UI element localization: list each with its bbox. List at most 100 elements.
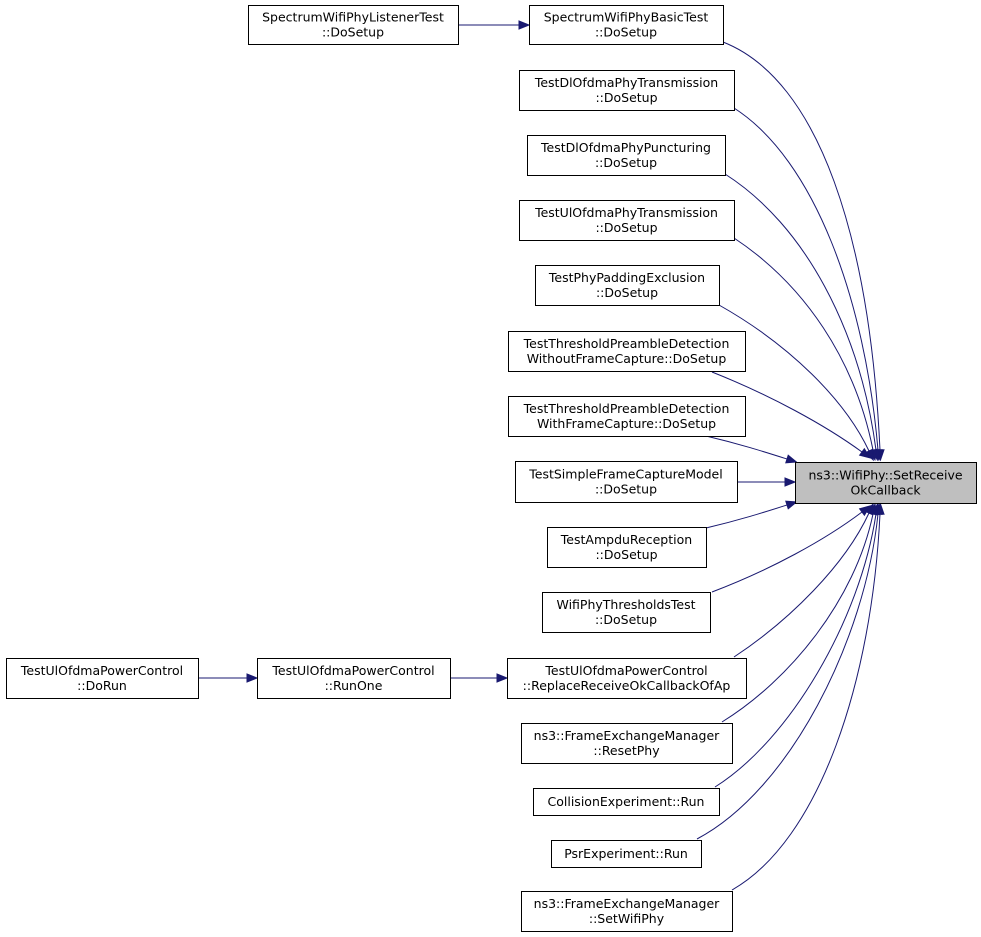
edge-tdopt-to-target (733, 107, 883, 462)
node-box (533, 788, 720, 816)
arrowhead-icon (246, 673, 259, 683)
edge-tdopp-to-target (724, 173, 881, 462)
node-tsfcm[interactable]: TestSimpleFrameCaptureModel::DoSetup (515, 461, 738, 503)
node-label-line: TestUlOfdmaPowerControl (271, 663, 434, 678)
edge-line (724, 173, 877, 451)
node-ttpdwo[interactable]: TestThresholdPreambleDetectionWithoutFra… (508, 331, 746, 372)
node-psr[interactable]: PsrExperiment::Run (551, 840, 702, 868)
node-swplt[interactable]: SpectrumWifiPhyListenerTest::DoSetup (248, 5, 459, 45)
node-label-line: ::DoSetup (595, 25, 657, 40)
node-box (521, 891, 733, 932)
node-label-line: OkCallback (850, 483, 921, 498)
node-label-line: WithoutFrameCapture::DoSetup (527, 351, 727, 366)
node-box (547, 527, 707, 568)
node-fem_setwifi[interactable]: ns3::FrameExchangeManager::SetWifiPhy (521, 891, 733, 932)
edge-collision-to-target (714, 502, 881, 788)
node-swpbt[interactable]: SpectrumWifiPhyBasicTest::DoSetup (529, 5, 724, 45)
node-fem_reset[interactable]: ns3::FrameExchangeManager::ResetPhy (521, 723, 733, 764)
edge-line (705, 435, 788, 460)
edge-line (711, 511, 863, 593)
edge-tsfcm-to-target (737, 477, 797, 487)
node-label-line: ::SetWifiPhy (589, 911, 665, 926)
node-box (507, 658, 747, 699)
node-label-line: ns3::FrameExchangeManager (534, 728, 720, 743)
node-tupc_dorun[interactable]: TestUlOfdmaPowerControl::DoRun (6, 658, 199, 699)
node-label-line: TestUlOfdmaPowerControl (20, 663, 183, 678)
node-box (515, 461, 738, 503)
node-label-line: ::DoSetup (322, 25, 384, 40)
node-tdopt[interactable]: TestDlOfdmaPhyTransmission::DoSetup (519, 70, 735, 111)
node-label-line: ::ReplaceReceiveOkCallbackOfAp (523, 678, 731, 693)
node-label-line: SpectrumWifiPhyBasicTest (544, 10, 709, 25)
node-label-line: ::DoSetup (595, 155, 657, 170)
edge-line (718, 304, 870, 452)
edge-line (714, 513, 877, 788)
node-box (521, 723, 733, 764)
node-label-line: PsrExperiment::Run (564, 846, 688, 861)
node-label-line: TestAmpduReception (560, 532, 692, 547)
arrowhead-icon (785, 454, 798, 464)
node-label-line: TestDlOfdmaPhyPuncturing (540, 140, 711, 155)
edge-line (722, 41, 881, 451)
node-label-line: TestPhyPaddingExclusion (548, 270, 705, 285)
node-tar[interactable]: TestAmpduReception::DoSetup (547, 527, 707, 568)
edge-tupc_dorun-to-tupc_runone (198, 673, 259, 683)
node-collision[interactable]: CollisionExperiment::Run (533, 788, 720, 816)
node-label-line: CollisionExperiment::Run (548, 794, 705, 809)
edge-line (721, 513, 874, 723)
node-wptt[interactable]: WifiPhyThresholdsTest::DoSetup (542, 592, 711, 633)
node-label-line: ::DoSetup (595, 547, 657, 562)
node-box (257, 658, 451, 699)
node-ttpdw[interactable]: TestThresholdPreambleDetectionWithFrameC… (508, 396, 746, 437)
node-box (529, 5, 724, 45)
node-label-line: ::ResetPhy (593, 743, 660, 758)
arrowhead-icon (784, 477, 797, 487)
edge-wptt-to-target (711, 505, 872, 593)
node-label-line: WithFrameCapture::DoSetup (537, 416, 716, 431)
edge-tupc_replace-to-target (733, 502, 874, 658)
node-label-line: SpectrumWifiPhyListenerTest (262, 10, 444, 25)
node-label-line: ::DoSetup (595, 220, 657, 235)
edge-line (705, 504, 788, 529)
edge-tar-to-target (705, 500, 798, 529)
node-tupc_replace[interactable]: TestUlOfdmaPowerControl::ReplaceReceiveO… (507, 658, 747, 699)
node-tupc_runone[interactable]: TestUlOfdmaPowerControl::RunOne (257, 658, 451, 699)
edge-line (696, 513, 879, 840)
node-box (519, 200, 735, 241)
edge-tupc_runone-to-tupc_replace (450, 673, 509, 683)
node-box (248, 5, 459, 45)
node-box (508, 331, 746, 372)
edge-line (731, 513, 881, 891)
edge-line (733, 237, 874, 451)
node-label-line: ::DoSetup (595, 90, 657, 105)
node-box (551, 840, 702, 868)
node-box (542, 592, 711, 633)
edge-ttpdw-to-target (705, 435, 798, 464)
node-label-line: WifiPhyThresholdsTest (556, 597, 695, 612)
edge-fem_setwifi-to-target (731, 502, 885, 891)
arrowhead-icon (875, 502, 885, 515)
arrowhead-icon (496, 673, 509, 683)
node-box (535, 265, 720, 306)
node-box (6, 658, 199, 699)
node-label-line: TestSimpleFrameCaptureModel (528, 467, 722, 482)
edge-swplt-to-swpbt (458, 20, 531, 30)
node-tuopt[interactable]: TestUlOfdmaPhyTransmission::DoSetup (519, 200, 735, 241)
node-box (795, 462, 977, 504)
node-label-line: ::DoSetup (595, 482, 657, 497)
node-label-line: TestUlOfdmaPhyTransmission (534, 205, 718, 220)
node-label-line: TestThresholdPreambleDetection (523, 401, 730, 416)
node-label-line: ::DoSetup (595, 612, 657, 627)
node-tppe[interactable]: TestPhyPaddingExclusion::DoSetup (535, 265, 720, 306)
arrowhead-icon (785, 500, 798, 510)
node-tdopp[interactable]: TestDlOfdmaPhyPuncturing::DoSetup (527, 135, 726, 176)
edge-ttpdwo-to-target (711, 371, 872, 459)
node-box (527, 135, 726, 176)
node-label-line: TestThresholdPreambleDetection (523, 336, 730, 351)
node-label-line: TestUlOfdmaPowerControl (544, 663, 707, 678)
node-label-line: ns3::WifiPhy::SetReceive (808, 468, 962, 483)
edge-line (733, 512, 870, 658)
